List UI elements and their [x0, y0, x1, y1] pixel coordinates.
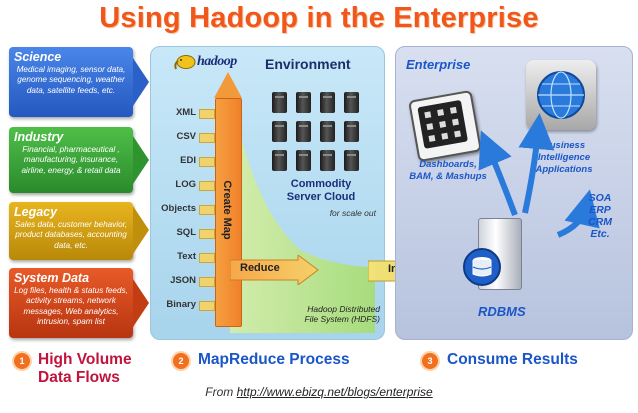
input-label: EDI — [180, 155, 196, 166]
bi-globe-icon — [526, 60, 596, 130]
source-heading: Industry — [14, 130, 64, 144]
server-icon — [344, 92, 359, 113]
hdfs-label: Hadoop Distributed File System (HDFS) — [304, 304, 380, 324]
input-arrow — [199, 301, 215, 311]
server-icon — [320, 121, 335, 142]
cloud-subtitle: for scale out — [329, 208, 376, 218]
input-label: JSON — [170, 275, 196, 286]
server-icon — [296, 121, 311, 142]
step-number: 1 — [14, 353, 30, 369]
input-arrow — [199, 205, 215, 215]
create-map-bar-tip — [214, 72, 242, 98]
source-system-data: System Data Log files, health & status f… — [9, 268, 133, 338]
source-body: Sales data, customer behavior, product d… — [14, 220, 128, 250]
reduce-arrow — [230, 255, 319, 285]
source-heading: System Data — [14, 271, 90, 285]
server-icon — [272, 150, 287, 171]
source-heading: Science — [14, 50, 62, 64]
hadoop-environment-label: Environment — [265, 56, 351, 72]
step-number: 2 — [173, 353, 189, 369]
input-arrow — [199, 253, 215, 263]
input-arrow — [199, 229, 215, 239]
apps-label: SOA ERP CRM Etc. — [588, 192, 612, 240]
input-label: CSV — [176, 131, 196, 142]
step-label: Consume Results — [447, 351, 578, 368]
server-icon — [296, 92, 311, 113]
source-science: Science Medical imaging, sensor data, ge… — [9, 47, 133, 117]
source-legacy: Legacy Sales data, customer behavior, pr… — [9, 202, 133, 260]
create-map-label: Create Map — [221, 180, 233, 240]
step-number: 3 — [422, 353, 438, 369]
source-body: Log files, health & status feeds, activi… — [14, 286, 128, 327]
database-icon — [463, 248, 501, 286]
server-icon — [296, 150, 311, 171]
enterprise-title: Enterprise — [406, 57, 471, 72]
source-arrow-tip — [133, 279, 149, 327]
source-body: Financial, pharmaceutical , manufacturin… — [21, 145, 121, 175]
input-label: Binary — [166, 299, 196, 310]
page-title: Using Hadoop in the Enterprise — [99, 2, 539, 34]
input-label: Text — [177, 251, 196, 262]
hadoop-elephant-icon — [174, 54, 196, 70]
server-icon — [272, 92, 287, 113]
footer: From http://www.ebizq.net/blogs/enterpri… — [0, 385, 638, 399]
consume-arrows — [478, 113, 600, 238]
step-label: MapReduce Process — [198, 351, 350, 368]
step-label: High Volume Data Flows — [38, 351, 132, 386]
server-icon — [344, 150, 359, 171]
source-industry: Industry Financial, pharmaceutical , man… — [9, 127, 133, 193]
input-arrow — [199, 157, 215, 167]
hadoop-logo: hadoop — [197, 54, 237, 69]
input-arrow — [199, 133, 215, 143]
bi-label: Business Intelligence Applications — [535, 140, 593, 175]
create-map-bar — [215, 98, 242, 327]
server-icon — [344, 121, 359, 142]
server-icon — [320, 150, 335, 171]
source-link[interactable]: http://www.ebizq.net/blogs/enterprise — [236, 385, 433, 399]
source-body: Medical imaging, sensor data, genome seq… — [16, 65, 126, 95]
server-icon — [320, 92, 335, 113]
input-label: SQL — [176, 227, 196, 238]
dashboard-icon — [408, 89, 482, 163]
rdbms-label: RDBMS — [478, 304, 526, 319]
source-heading: Legacy — [14, 205, 58, 219]
cloud-title: Commodity Server Cloud — [286, 178, 356, 203]
input-label: Objects — [161, 203, 196, 214]
input-arrow — [199, 277, 215, 287]
input-arrow — [199, 109, 215, 119]
input-label: XML — [175, 107, 196, 118]
dashboards-label: Dashboards, BAM, & Mashups — [409, 159, 487, 182]
source-arrow-tip — [133, 58, 149, 106]
server-icon — [272, 121, 287, 142]
input-arrow — [199, 181, 215, 191]
input-label: LOG — [175, 179, 196, 190]
source-arrow-tip — [133, 206, 149, 254]
reduce-label: Reduce — [240, 262, 280, 274]
source-arrow-tip — [133, 136, 149, 184]
footer-prefix: From — [205, 385, 237, 399]
